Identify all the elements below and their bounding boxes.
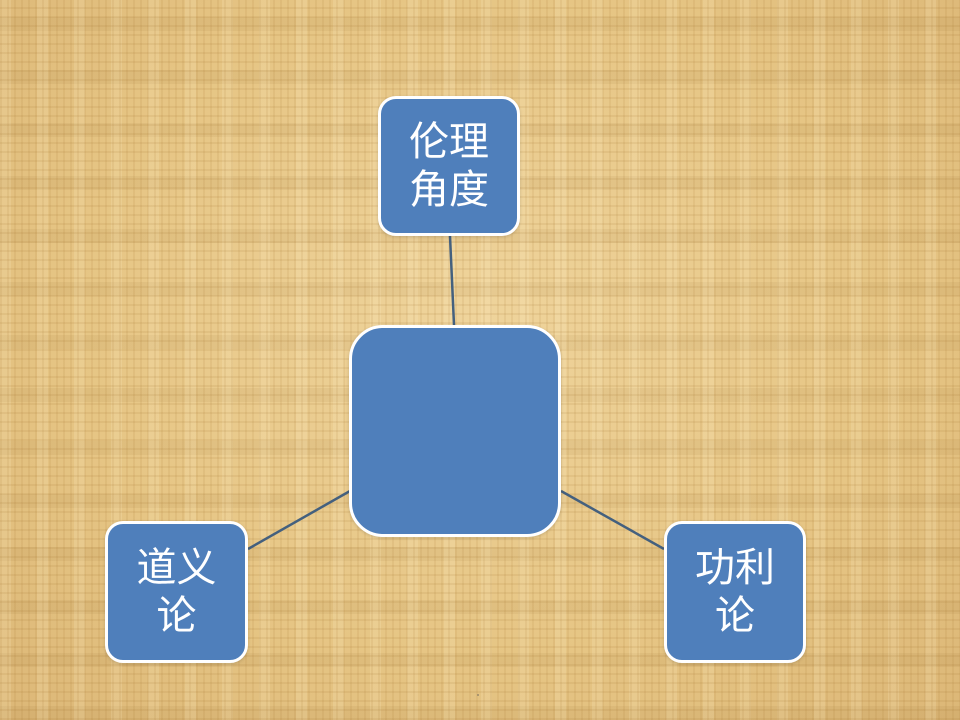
node-utilitarianism-label: 功利 论	[695, 545, 775, 639]
node-utilitarianism: 功利 论	[664, 521, 806, 663]
connector-left	[247, 489, 351, 551]
node-deontology: 道义 论	[105, 521, 248, 663]
node-ethics-perspective-label: 伦理 角度	[409, 119, 489, 213]
node-center	[349, 325, 561, 537]
connector-top	[448, 235, 456, 326]
node-deontology-label: 道义 论	[136, 545, 217, 639]
connector-right	[560, 489, 665, 551]
page-dot	[477, 694, 479, 696]
node-ethics-perspective: 伦理 角度	[378, 96, 520, 236]
